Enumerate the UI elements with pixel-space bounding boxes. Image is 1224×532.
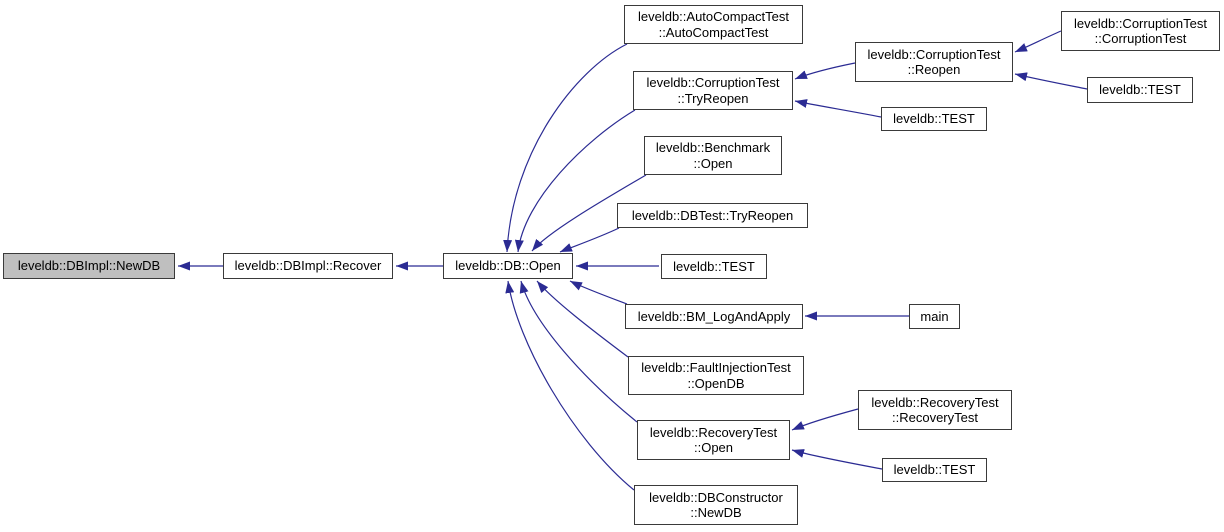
node-autocompacttest-ctor[interactable]: leveldb::AutoCompactTest::AutoCompactTes… — [624, 5, 803, 44]
node-label: leveldb::TEST — [893, 462, 976, 478]
node-test-reopen[interactable]: leveldb::TEST — [1087, 77, 1193, 103]
node-label: ::Open — [693, 155, 733, 171]
node-label: leveldb::RecoveryTest — [871, 394, 999, 410]
edge-autocompacttest-ctor-to-db-open — [503, 43, 628, 253]
node-label: leveldb::TEST — [1099, 82, 1181, 98]
edge-test-reopen-to-corruptiontest-reopen — [1014, 72, 1088, 90]
edge-corruptiontest-tryreopen-to-db-open — [514, 109, 636, 253]
node-label: leveldb::CorruptionTest — [1074, 15, 1207, 31]
node-bm-logandapply[interactable]: leveldb::BM_LogAndApply — [625, 304, 803, 329]
node-test-open[interactable]: leveldb::TEST — [661, 254, 767, 279]
node-main[interactable]: main — [909, 304, 960, 329]
node-label: ::CorruptionTest — [1094, 31, 1187, 46]
node-dbtest-tryreopen[interactable]: leveldb::DBTest::TryReopen — [617, 203, 808, 228]
node-label: leveldb::FaultInjectionTest — [641, 360, 791, 375]
edge-test-tryreopen-to-corruptiontest-tryreopen — [794, 99, 882, 118]
node-label: ::TryReopen — [677, 90, 749, 106]
node-db-open[interactable]: leveldb::DB::Open — [443, 253, 573, 279]
node-label: leveldb::DBConstructor — [649, 489, 783, 505]
edge-dbtest-tryreopen-to-db-open — [559, 227, 620, 253]
edge-corruptiontest-reopen-to-corruptiontest-tryreopen — [794, 62, 856, 80]
node-label: leveldb::TEST — [673, 258, 755, 274]
edge-benchmark-open-to-db-open — [531, 174, 647, 252]
node-dbimpl-newdb: leveldb::DBImpl::NewDB — [3, 253, 175, 279]
node-label: main — [920, 308, 949, 324]
node-label: ::NewDB — [690, 505, 742, 520]
node-corruptiontest-reopen[interactable]: leveldb::CorruptionTest::Reopen — [855, 42, 1013, 82]
edge-test-recovery-to-recoverytest-open — [791, 449, 883, 470]
node-label: leveldb::TEST — [893, 111, 975, 127]
edge-recoverytest-open-to-db-open — [519, 280, 638, 423]
edge-recoverytest-ctor-to-recoverytest-open — [791, 408, 859, 431]
node-corruptiontest-ctor[interactable]: leveldb::CorruptionTest::CorruptionTest — [1061, 11, 1220, 51]
node-label: leveldb::AutoCompactTest — [637, 9, 790, 24]
node-label: leveldb::Benchmark — [655, 140, 771, 155]
node-label: leveldb::RecoveryTest — [649, 424, 778, 440]
node-corruptiontest-tryreopen[interactable]: leveldb::CorruptionTest::TryReopen — [633, 71, 793, 110]
node-label: leveldb::CorruptionTest — [867, 46, 1001, 62]
node-label: ::RecoveryTest — [892, 410, 978, 425]
node-test-recovery[interactable]: leveldb::TEST — [882, 458, 987, 482]
edge-dbconstructor-newdb-to-db-open — [505, 280, 635, 491]
node-label: ::Reopen — [907, 62, 961, 77]
node-label: ::AutoCompactTest — [658, 24, 769, 40]
node-label: leveldb::CorruptionTest — [646, 75, 780, 90]
node-label: leveldb::DB::Open — [455, 258, 561, 274]
edge-bm-logandapply-to-db-open — [569, 280, 628, 305]
edge-faultinjectiontest-opendb-to-db-open — [536, 280, 629, 358]
node-faultinjectiontest-opendb[interactable]: leveldb::FaultInjectionTest::OpenDB — [628, 356, 804, 395]
node-label: leveldb::DBTest::TryReopen — [631, 207, 794, 223]
node-label: leveldb::DBImpl::Recover — [234, 258, 382, 274]
edge-corruptiontest-ctor-to-corruptiontest-reopen — [1014, 30, 1062, 53]
node-benchmark-open[interactable]: leveldb::Benchmark::Open — [644, 136, 782, 175]
node-label: ::OpenDB — [687, 375, 745, 391]
node-label: leveldb::BM_LogAndApply — [637, 308, 791, 324]
node-dbconstructor-newdb[interactable]: leveldb::DBConstructor::NewDB — [634, 485, 798, 525]
node-label: ::Open — [693, 440, 734, 455]
node-label: leveldb::DBImpl::NewDB — [17, 258, 161, 274]
node-test-tryreopen[interactable]: leveldb::TEST — [881, 107, 987, 131]
node-recoverytest-open[interactable]: leveldb::RecoveryTest::Open — [637, 420, 790, 460]
node-dbimpl-recover[interactable]: leveldb::DBImpl::Recover — [223, 253, 393, 279]
node-recoverytest-ctor[interactable]: leveldb::RecoveryTest::RecoveryTest — [858, 390, 1012, 430]
